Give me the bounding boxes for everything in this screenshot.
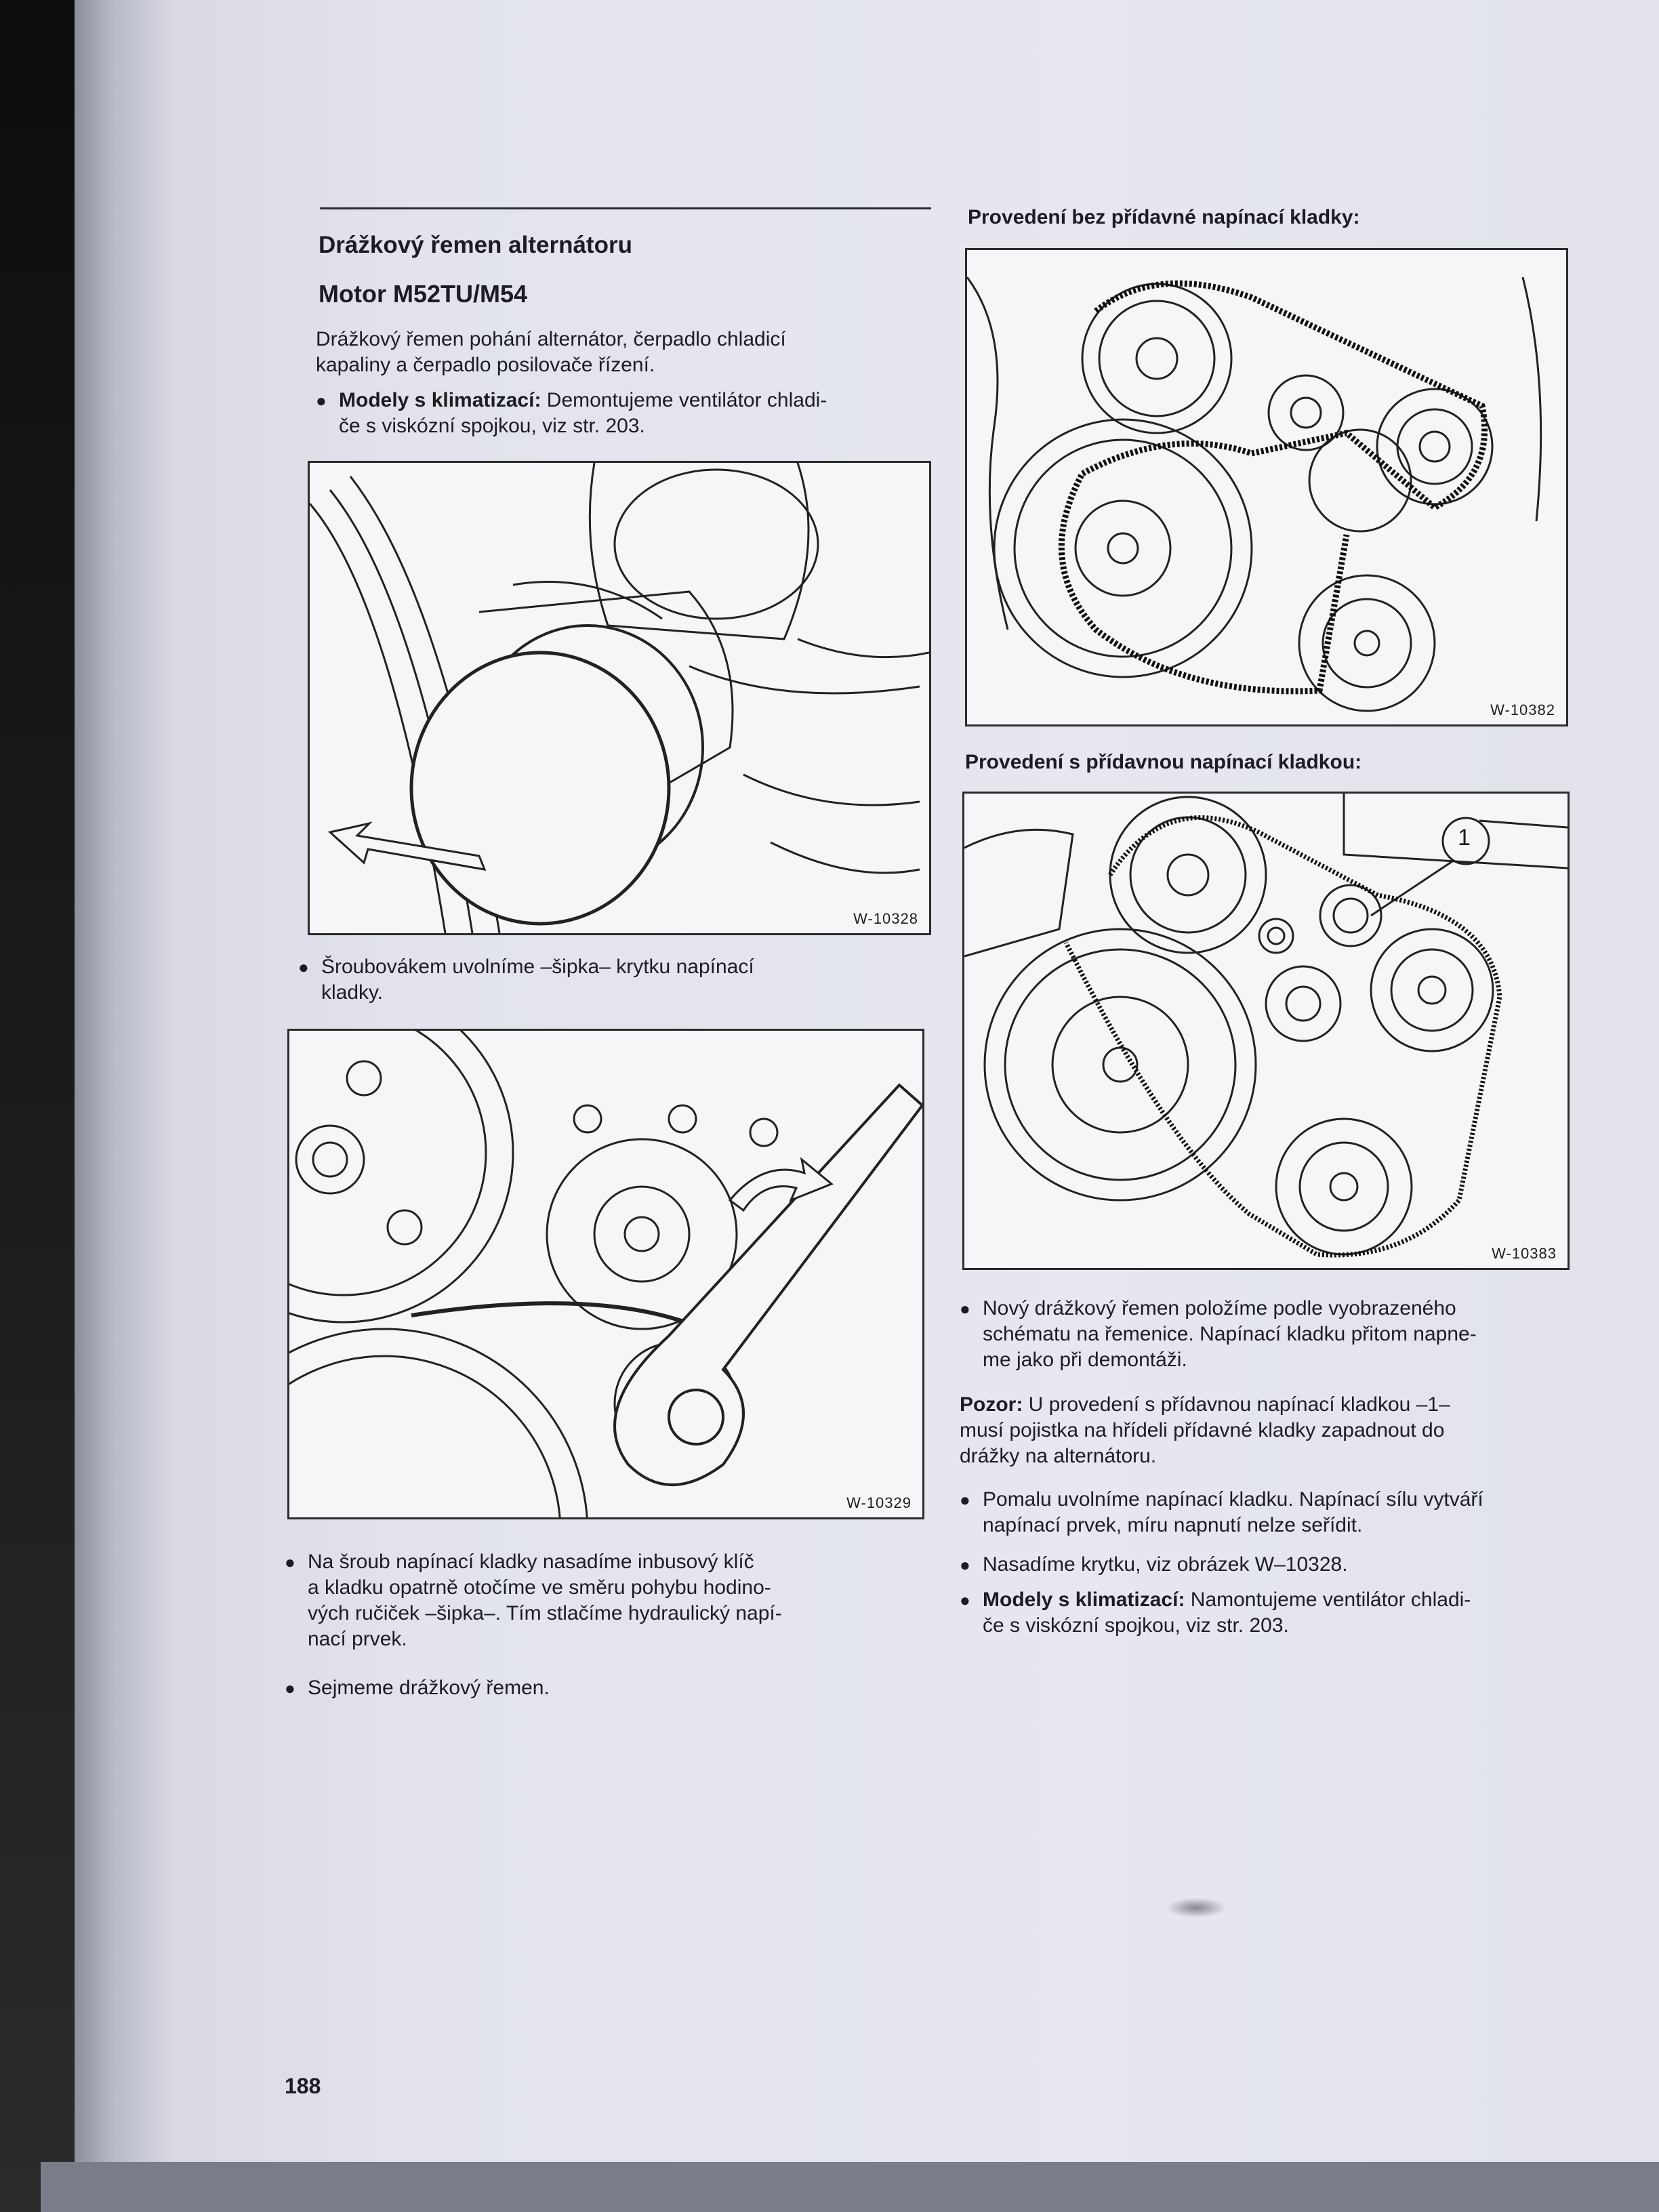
bullet-icon: ● <box>298 957 309 977</box>
bullet-icon: ● <box>285 1552 295 1572</box>
figure-belt-routing-no-idler: W-10382 <box>965 248 1568 726</box>
bullet-icon: ● <box>960 1298 970 1319</box>
bullet-icon: ● <box>960 1590 970 1610</box>
figure-code-label: W-10382 <box>1488 701 1558 719</box>
bullet-text: Nasadíme krytku, viz obrázek W–10328. <box>983 1553 1348 1576</box>
bullet-text: Šroubovákem uvolníme –šipka– krytku napí… <box>321 956 754 1004</box>
bullet-text: Namontujeme ventilátor chladi- če s visk… <box>983 1589 1471 1637</box>
figure-code-label: W-10328 <box>851 910 921 928</box>
ink-smudge <box>1166 1898 1227 1918</box>
belt-routing-no-idler-drawing <box>967 276 1542 712</box>
bullet-icon: ● <box>960 1490 970 1510</box>
bullet-text: Nový drážkový řemen položíme podle vyobr… <box>983 1297 1477 1371</box>
bullet-bold-label: Modely s klimatizací: <box>339 389 541 411</box>
bullet-icon: ● <box>960 1555 970 1575</box>
section-rule <box>320 207 931 209</box>
bullet-text: Na šroub napínací kladky nasadíme inbuso… <box>308 1551 782 1650</box>
figure-belt-routing-with-idler: 1 W-10383 <box>962 792 1570 1270</box>
list-item-ac-removal: ● Modely s klimatizací: Demontujeme vent… <box>316 388 939 439</box>
figure-tensioner-cap: W-10328 <box>308 461 931 935</box>
figure-code-label: W-10383 <box>1489 1245 1559 1263</box>
bullet-icon: ● <box>285 1678 295 1698</box>
bullet-icon: ● <box>316 390 327 411</box>
warning-text: U provedení s přídavnou napínací kladkou… <box>960 1393 1450 1467</box>
section-heading: Drážkový řemen alternátoru <box>319 232 632 258</box>
list-item-remove-belt: ● Sejmeme drážkový řemen. <box>285 1675 922 1701</box>
list-item-release-tensioner: ● Pomalu uvolníme napínací kladku. Napín… <box>960 1487 1590 1538</box>
list-item-ac-refit: ● Modely s klimatizací: Namontujeme vent… <box>960 1587 1590 1639</box>
figure-code-label: W-10329 <box>844 1494 914 1512</box>
warning-label: Pozor: <box>960 1393 1023 1416</box>
caption-with-idler: Provedení s přídavnou napínací kladkou: <box>965 751 1362 773</box>
belt-routing-with-idler-drawing <box>964 794 1568 1258</box>
page-edge <box>41 2162 1659 2212</box>
figure-tensioner-wrench: W-10329 <box>287 1029 924 1519</box>
list-item-refit-cap: ● Nasadíme krytku, viz obrázek W–10328. <box>960 1552 1590 1578</box>
bullet-text: Pomalu uvolníme napínací kladku. Napínac… <box>983 1488 1483 1536</box>
list-item-compress-tensioner: ● Na šroub napínací kladky nasadíme inbu… <box>285 1549 922 1652</box>
list-item-loosen-cap: ● Šroubovákem uvolníme –šipka– krytku na… <box>298 954 928 1006</box>
callout-number: 1 <box>1458 825 1471 851</box>
bullet-text: Sejmeme drážkový řemen. <box>308 1677 550 1699</box>
tensioner-wrench-drawing <box>289 1031 922 1517</box>
tensioner-cap-drawing <box>310 463 929 933</box>
bullet-bold-label: Modely s klimatizací: <box>983 1589 1185 1611</box>
engine-subheading: Motor M52TU/M54 <box>319 280 528 308</box>
warning-paragraph: Pozor: U provedení s přídavnou napínací … <box>960 1392 1590 1469</box>
list-item-install-belt: ● Nový drážkový řemen položíme podle vyo… <box>960 1296 1590 1373</box>
page-number: 188 <box>285 2074 321 2098</box>
bullet-text: Demontujeme ventilátor chladi- če s visk… <box>339 389 827 437</box>
intro-paragraph: Drážkový řemen pohání alternátor, čerpad… <box>316 328 786 376</box>
caption-without-idler: Provedení bez přídavné napínací kladky: <box>968 206 1360 228</box>
